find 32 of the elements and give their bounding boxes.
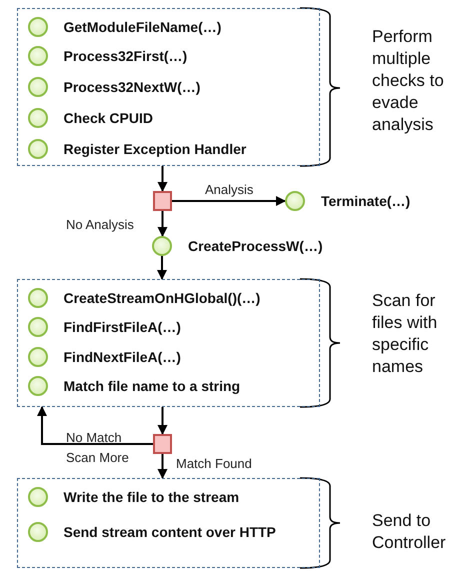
group-box [17, 478, 320, 568]
step-label: Process32NextW(…) [64, 78, 200, 96]
decision-square [153, 434, 172, 454]
arrow [157, 256, 167, 280]
step-label: CreateStreamOnHGlobal()(…) [64, 288, 260, 306]
group-box [17, 279, 320, 407]
arrow [158, 454, 168, 479]
step-label: Write the file to the stream [64, 488, 240, 506]
edge-label: Analysis [205, 182, 254, 198]
step-label: FindNextFileA(…) [64, 348, 181, 366]
side-note: Perform multiple checks to evade analysis [372, 26, 445, 136]
step-label: Register Exception Handler [64, 140, 246, 158]
step-label: Process32First(…) [64, 46, 188, 64]
arrow [158, 211, 168, 237]
arrow [158, 407, 168, 435]
edge-label: No Analysis [66, 217, 134, 233]
step-label: Terminate(…) [321, 192, 410, 210]
side-note: Send to Controller [372, 510, 447, 554]
decision-square [153, 191, 172, 211]
edge-label: Match Found [176, 456, 252, 472]
step-label: CreateProcessW(…) [188, 237, 323, 255]
step-label: Check CPUID [64, 108, 153, 126]
edge-label: No Match Scan More [66, 429, 130, 467]
arrow [172, 196, 286, 206]
side-note: Scan for files with specific names [372, 290, 438, 378]
arrow [158, 166, 168, 192]
group-box [17, 8, 320, 166]
step-label: Send stream content over HTTP [64, 522, 276, 540]
step-label: GetModuleFileName(…) [64, 18, 222, 36]
arrow [37, 406, 153, 445]
step-label: Match file name to a string [64, 376, 240, 394]
step-label: FindFirstFileA(…) [64, 318, 181, 336]
